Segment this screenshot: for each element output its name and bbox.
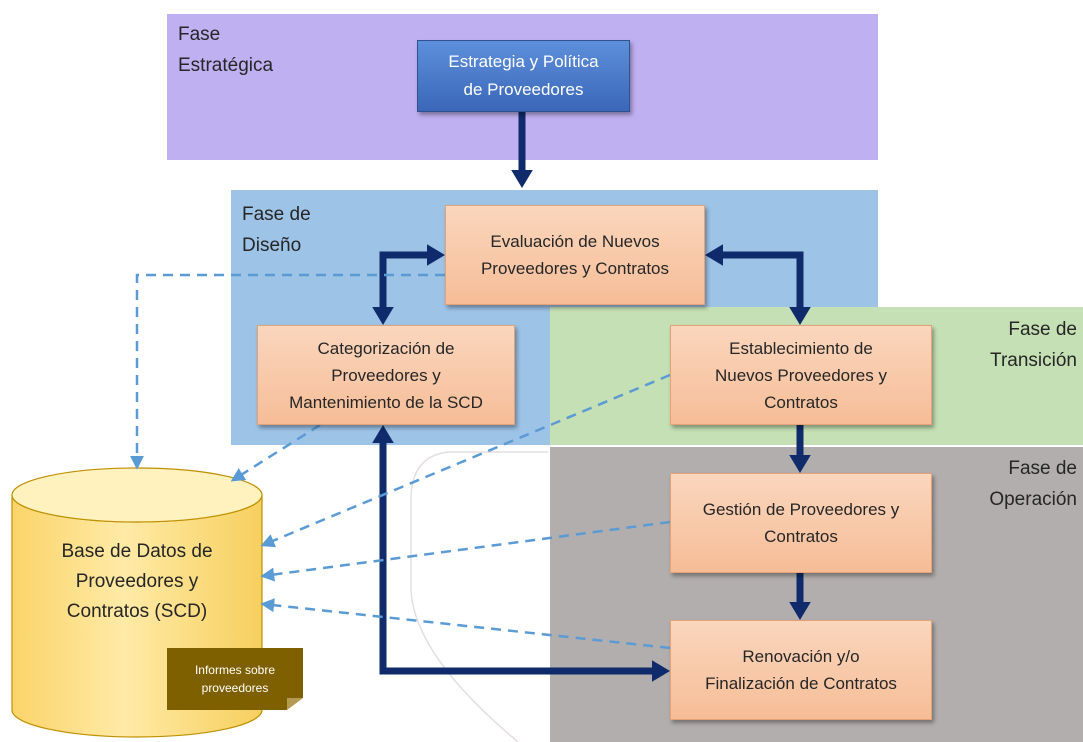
phase-transition-label: Fase de Transición — [990, 314, 1077, 376]
process-establishment-box: Establecimiento de Nuevos Proveedores y … — [670, 325, 932, 425]
phase-design-label: Fase de Diseño — [242, 199, 311, 261]
process-management-box: Gestión de Proveedores y Contratos — [670, 473, 932, 573]
process-evaluation-line2: Proveedores y Contratos — [480, 259, 670, 278]
phase-transition-label-line1: Fase de — [1008, 319, 1077, 340]
process-categorization-box: Categorización de Proveedores y Mantenim… — [257, 325, 515, 425]
process-categorization-line1: Categorización de — [317, 338, 455, 358]
phase-design-label-line1: Fase de — [242, 204, 311, 225]
phase-transition-label-line2: Transición — [990, 350, 1077, 371]
supplier-reports-line2: proveedores — [201, 681, 269, 695]
supplier-reports-document: Informes sobre proveedores — [167, 648, 303, 710]
database-label-line2: Proveedores y — [75, 571, 199, 592]
document-fold-corner — [287, 698, 303, 710]
database-label: Base de Datos de Proveedores y Contratos… — [12, 537, 262, 627]
process-categorization-line2: Proveedores y — [331, 365, 441, 385]
supplier-reports-line1: Informes sobre — [194, 663, 276, 677]
phase-strategic-label: Fase Estratégica — [178, 19, 273, 81]
phase-design-label-line2: Diseño — [242, 235, 302, 256]
process-strategy-line2: de Proveedores — [463, 80, 584, 99]
phase-strategic-label-line1: Fase — [178, 24, 221, 45]
phase-strategic-label-line2: Estratégica — [178, 55, 274, 76]
database-cylinder-top — [11, 467, 263, 523]
phase-operation-label-line2: Operación — [989, 489, 1077, 510]
database-label-line3: Contratos (SCD) — [66, 601, 208, 622]
process-evaluation-line1: Evaluación de Nuevos — [490, 232, 660, 251]
phase-operation-label: Fase de Operación — [989, 453, 1077, 515]
process-evaluation-box: Evaluación de Nuevos Proveedores y Contr… — [445, 205, 705, 305]
process-categorization-line3: Mantenimiento de la SCD — [289, 392, 483, 412]
process-strategy-line1: Estrategia y Política — [448, 52, 599, 71]
process-renewal-line2: Finalización de Contratos — [705, 674, 897, 693]
process-management-line1: Gestión de Proveedores y — [702, 500, 900, 519]
process-renewal-line1: Renovación y/o — [742, 647, 860, 666]
process-management-line2: Contratos — [764, 527, 838, 546]
faint-background-curve — [410, 451, 548, 742]
process-establishment-line2: Nuevos Proveedores y — [715, 365, 887, 385]
process-establishment-line1: Establecimiento de — [729, 338, 873, 358]
process-renewal-box: Renovación y/o Finalización de Contratos — [670, 620, 932, 720]
database-label-line1: Base de Datos de — [61, 541, 213, 562]
process-establishment-line3: Contratos — [764, 392, 838, 412]
process-strategy-box: Estrategia y Política de Proveedores — [417, 40, 630, 112]
phase-operation-label-line1: Fase de — [1008, 458, 1077, 479]
